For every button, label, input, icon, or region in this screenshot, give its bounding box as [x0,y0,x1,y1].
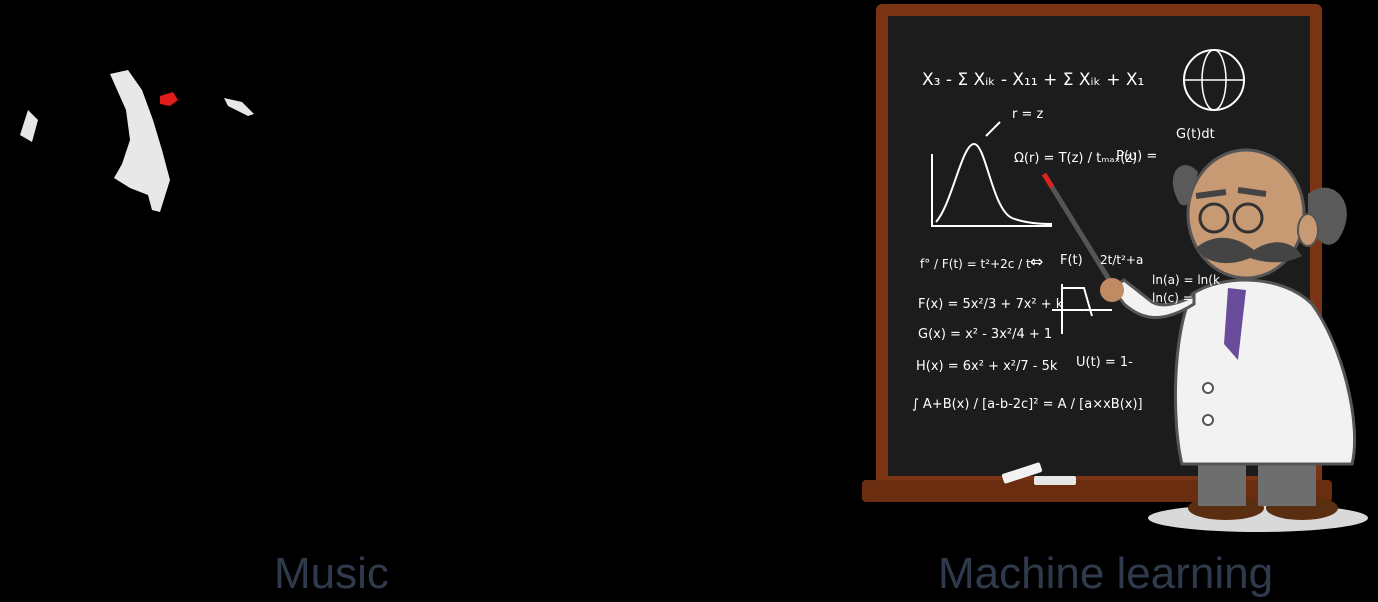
music-caption: Music [274,549,389,598]
equation-integral: ∫ A+B(x) / [a-b-2c]² = A / [a×xB(x)] [912,397,1143,412]
equation-F-x: F(x) = 5x²/3 + 7x² + k [918,297,1064,312]
equation-sums: X₃ - Σ Xᵢₖ - X₁₁ + Σ Xᵢₖ + X₁ [922,70,1145,90]
equation-U-t: U(t) = 1- [1076,355,1133,370]
equation-g-t-dt: G(t)dt [1176,127,1215,142]
equation-iff: ⇔ [1030,252,1044,271]
equation-2t: 2t/t²+a [1100,253,1144,267]
blackboard-illustration: X₃ - Σ Xᵢₖ - X₁₁ + Σ Xᵢₖ + X₁ r = z Ω(r)… [862,4,1372,534]
equation-f-ratio: f° / F(t) = t²+2c / tⁿ [920,257,1036,271]
equation-omega: Ω(r) = T(z) / tₘₐₓ(z) [1014,151,1138,166]
equation-G-x: G(x) = x² - 3x²/4 + 1 [918,327,1053,342]
equation-ln-a: ln(a) = ln(k [1152,273,1220,287]
equation-p-u: P(u) = [1116,149,1158,164]
equation-f-t: F(t) [1060,253,1083,268]
equation-r-eq-z: r = z [1012,107,1044,122]
equation-ln-c: ln(c) = l [1152,291,1200,305]
penguin-silhouette-icon [20,70,254,212]
machine-learning-caption: Machine learning [938,549,1274,598]
blackboard-icon [862,4,1368,532]
equation-H-x: H(x) = 6x² + x²/7 - 5k [916,359,1058,374]
